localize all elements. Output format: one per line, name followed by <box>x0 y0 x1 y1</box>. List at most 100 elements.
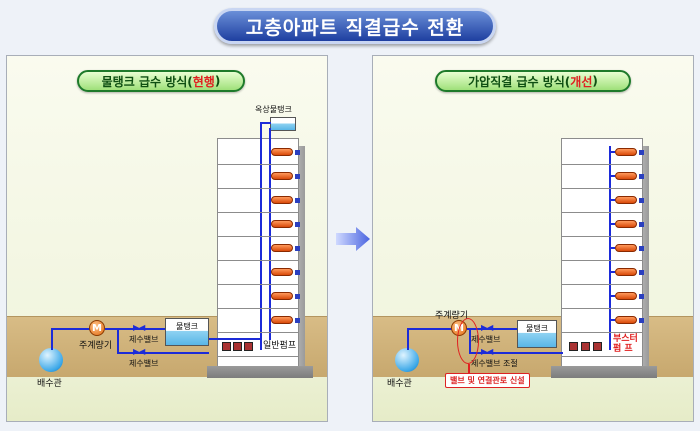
main-meter-icon: M <box>89 320 105 336</box>
floor-branch-pipe <box>609 223 615 225</box>
valve1-label: 제수밸브 <box>129 335 159 344</box>
improved-method-header: 가압직결 급수 방식(개선) <box>435 70 631 92</box>
floor-meter-icon <box>615 268 637 276</box>
faucet-icon <box>295 294 300 299</box>
pump-3 <box>244 342 253 351</box>
floor-meter-icon <box>271 172 293 180</box>
floor-line <box>561 164 643 189</box>
faucet-icon <box>639 174 644 179</box>
main-pipe-sphere <box>395 348 419 372</box>
rooftop-tank <box>270 117 296 131</box>
floor-meter-icon <box>615 244 637 252</box>
floor-branch-pipe <box>609 175 615 177</box>
note-leader <box>468 364 470 374</box>
faucet-icon <box>295 198 300 203</box>
floor-line <box>561 188 643 213</box>
booster-pump-1 <box>569 342 578 351</box>
floor-branch-pipe <box>609 247 615 249</box>
valve2-icon: ▶◀ <box>133 347 146 356</box>
floor-meter-icon <box>615 316 637 324</box>
supply-riser <box>407 328 409 350</box>
valve1-label: 제수밸브 <box>471 335 501 344</box>
floor-line <box>561 332 643 357</box>
building-side <box>295 146 305 368</box>
bypass-riser <box>117 328 119 352</box>
ground-tank: 물탱크 <box>517 320 557 348</box>
floor-meter-icon <box>271 244 293 252</box>
valve2-label: 제수밸브 조절 <box>471 359 518 368</box>
faucet-icon <box>295 246 300 251</box>
floor-meter-icon <box>615 172 637 180</box>
valve1-pipe <box>105 328 165 330</box>
bypass-pipe <box>117 352 209 354</box>
faucet-icon <box>639 294 644 299</box>
roof-feed-pipe <box>260 122 271 124</box>
rooftop-tank-label: 옥상물탱크 <box>255 105 292 114</box>
floor-line <box>217 308 299 333</box>
faucet-icon <box>639 270 644 275</box>
floor-line <box>217 164 299 189</box>
building-base <box>207 366 313 378</box>
main-meter-label: 주계량기 <box>435 311 469 321</box>
floor-line <box>561 236 643 261</box>
transition-arrow-icon <box>336 227 370 251</box>
floor-meter-icon <box>271 148 293 156</box>
supply-pipe <box>407 328 461 330</box>
booster-pump-label: 부스터 펌 프 <box>613 334 638 354</box>
page-title: 고층아파트 직결급수 전환 <box>214 8 496 44</box>
new-valve-highlight <box>457 318 479 364</box>
booster-pump-3 <box>593 342 602 351</box>
floor-line <box>561 260 643 285</box>
floor-branch-pipe <box>269 223 271 225</box>
floor-meter-icon <box>271 220 293 228</box>
main-pipe-label: 배수관 <box>37 379 62 389</box>
improved-method-panel: 가압직결 급수 방식(개선) 배수관 M 주계량기 ▶◀ 제수밸브 ▶◀ 제수밸… <box>372 55 694 422</box>
floor-branch-pipe <box>269 271 271 273</box>
faucet-icon <box>639 318 644 323</box>
booster-pump-2 <box>581 342 590 351</box>
main-pipe-sphere <box>39 348 63 372</box>
floor-line <box>561 308 643 333</box>
tank-out-pipe <box>209 338 261 340</box>
floor-line <box>217 140 299 165</box>
faucet-icon <box>295 174 300 179</box>
floor-line <box>561 140 643 165</box>
pump-1 <box>222 342 231 351</box>
faucet-icon <box>295 318 300 323</box>
pump-label: 일반펌프 <box>263 341 297 351</box>
floor-line <box>217 284 299 309</box>
floor-meter-icon <box>271 268 293 276</box>
supply-pipe <box>51 328 95 330</box>
faucet-icon <box>295 270 300 275</box>
current-method-header: 물탱크 급수 방식(현행) <box>77 70 245 92</box>
floor-branch-pipe <box>269 247 271 249</box>
floor-branch-pipe <box>269 319 271 321</box>
direct-pipe <box>469 352 563 354</box>
valve2-icon: ▶◀ <box>481 347 494 356</box>
floor-branch-pipe <box>609 151 615 153</box>
floor-line <box>217 212 299 237</box>
current-method-panel: 물탱크 급수 방식(현행) 옥상물탱크 배수관 M 주계량기 ▶◀ 제수밸브 ▶… <box>6 55 328 422</box>
faucet-icon <box>639 222 644 227</box>
floor-branch-pipe <box>269 295 271 297</box>
floor-meter-icon <box>271 316 293 324</box>
floor-branch-pipe <box>269 199 271 201</box>
floor-line <box>217 188 299 213</box>
faucet-icon <box>639 246 644 251</box>
building-base <box>551 366 657 378</box>
faucet-icon <box>295 222 300 227</box>
down-pipe <box>269 128 271 340</box>
floor-line <box>217 332 299 357</box>
floor-line <box>561 284 643 309</box>
building-side <box>639 146 649 368</box>
floor-branch-pipe <box>609 319 615 321</box>
floor-meter-icon <box>271 292 293 300</box>
valve2-label: 제수밸브 <box>129 359 159 368</box>
floor-branch-pipe <box>269 151 271 153</box>
floor-meter-icon <box>615 196 637 204</box>
floor-line <box>217 236 299 261</box>
new-valve-note: 밸브 및 연결관로 신설 <box>445 373 530 388</box>
floor-line <box>561 212 643 237</box>
main-pipe-label: 배수관 <box>387 379 412 389</box>
floor-branch-pipe <box>609 271 615 273</box>
